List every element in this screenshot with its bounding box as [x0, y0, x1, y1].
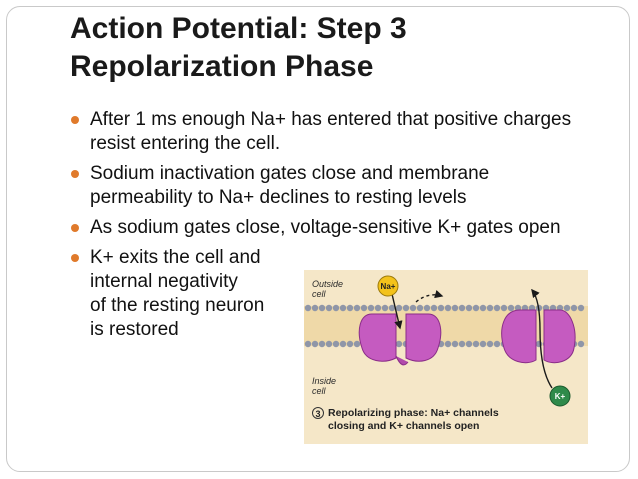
sodium-channel — [358, 313, 442, 366]
bullet-text-line: of the resting neuron — [90, 295, 265, 316]
lipid-head — [374, 304, 382, 312]
caption-line-2: closing and K+ channels open — [328, 420, 480, 432]
lipid-head — [577, 340, 585, 348]
figure-caption: 3 Repolarizing phase: Na+ channels closin… — [312, 407, 584, 433]
outside-label-line: cell — [312, 289, 326, 299]
lipid-head — [507, 304, 515, 312]
lipid-head — [395, 304, 403, 312]
lipid-head — [325, 304, 333, 312]
lipid-head — [465, 340, 473, 348]
bullet-item: Sodium inactivation gates close and memb… — [70, 162, 590, 210]
caption-number: 3 — [312, 407, 324, 420]
lipid-head — [472, 304, 480, 312]
bullet-item: As sodium gates close, voltage-sensitive… — [70, 216, 590, 240]
lipid-head — [493, 304, 501, 312]
bullet-text-line: K+ exits the cell and — [90, 247, 261, 268]
inside-label-line: Inside — [312, 376, 337, 386]
lipid-head — [458, 304, 466, 312]
lipid-head — [458, 340, 466, 348]
outside-cell-label: Outside cell — [312, 279, 343, 299]
lipid-head — [430, 304, 438, 312]
lipid-head — [346, 304, 354, 312]
potassium-arrow — [531, 288, 553, 389]
lipid-head — [339, 304, 347, 312]
lipid-head — [451, 304, 459, 312]
lipid-head — [318, 304, 326, 312]
bullet-item: After 1 ms enough Na+ has entered that p… — [70, 108, 590, 156]
lipid-head — [304, 304, 312, 312]
bullet-text: Sodium inactivation gates close and memb… — [90, 163, 490, 208]
sodium-ion: Na+ — [377, 275, 399, 297]
lipid-head — [332, 304, 340, 312]
title-line-1: Action Potential: Step 3 — [70, 12, 407, 45]
sodium-ion-label: Na+ — [381, 282, 396, 291]
bullet-text-line: internal negativity — [90, 271, 238, 292]
membrane-illustration: Na+ K+ — [304, 275, 588, 407]
inside-label-line: cell — [312, 386, 326, 396]
potassium-channel — [501, 309, 576, 364]
outside-label-line: Outside — [312, 279, 344, 289]
lipid-head — [577, 304, 585, 312]
lipid-head — [437, 304, 445, 312]
lipid-head — [332, 340, 340, 348]
lipid-head — [479, 340, 487, 348]
lipid-head — [311, 340, 319, 348]
bullet-text-line: is restored — [90, 319, 179, 340]
lipid-head — [402, 304, 410, 312]
lipid-head — [423, 304, 431, 312]
lipid-head — [563, 304, 571, 312]
lipid-head — [486, 304, 494, 312]
potassium-ion: K+ — [549, 385, 571, 407]
bullet-text: As sodium gates close, voltage-sensitive… — [90, 217, 561, 238]
lipid-head — [493, 340, 501, 348]
bullet-list: After 1 ms enough Na+ has entered that p… — [70, 108, 590, 348]
potassium-ion-label: K+ — [555, 392, 566, 401]
lipid-head — [346, 340, 354, 348]
lipid-head — [570, 304, 578, 312]
title-line-2: Repolarization Phase — [70, 50, 374, 83]
lipid-head — [409, 304, 417, 312]
lipid-head — [486, 340, 494, 348]
lipid-head — [311, 304, 319, 312]
lipid-head — [367, 304, 375, 312]
caption-line-1: Repolarizing phase: Na+ channels — [328, 407, 499, 419]
lipid-head — [388, 304, 396, 312]
lipid-head — [381, 304, 389, 312]
lipid-head — [353, 304, 361, 312]
lipid-head — [444, 340, 452, 348]
lipid-head — [395, 340, 403, 348]
lipid-head — [465, 304, 473, 312]
lipid-head — [353, 340, 361, 348]
lipid-head — [325, 340, 333, 348]
lipid-head — [339, 340, 347, 348]
bullet-item: K+ exits the cell and internal negativit… — [70, 246, 590, 342]
sodium-arrow — [391, 293, 403, 330]
sodium-dashed-arrow — [415, 290, 444, 303]
lipid-head — [444, 304, 452, 312]
ion-channel-figure: Na+ K+ Outside cell Inside cell 3 Repolar… — [304, 270, 588, 444]
lipid-head — [304, 340, 312, 348]
lipid-head — [451, 340, 459, 348]
lipid-head — [479, 304, 487, 312]
lipid-head — [500, 304, 508, 312]
lipid-head — [416, 304, 424, 312]
lipid-head — [318, 340, 326, 348]
bullet-text: After 1 ms enough Na+ has entered that p… — [90, 109, 572, 154]
lipid-head — [360, 304, 368, 312]
lipid-head — [472, 340, 480, 348]
inside-cell-label: Inside cell — [312, 376, 336, 396]
slide-title: Action Potential: Step 3 Repolarization … — [70, 10, 407, 86]
